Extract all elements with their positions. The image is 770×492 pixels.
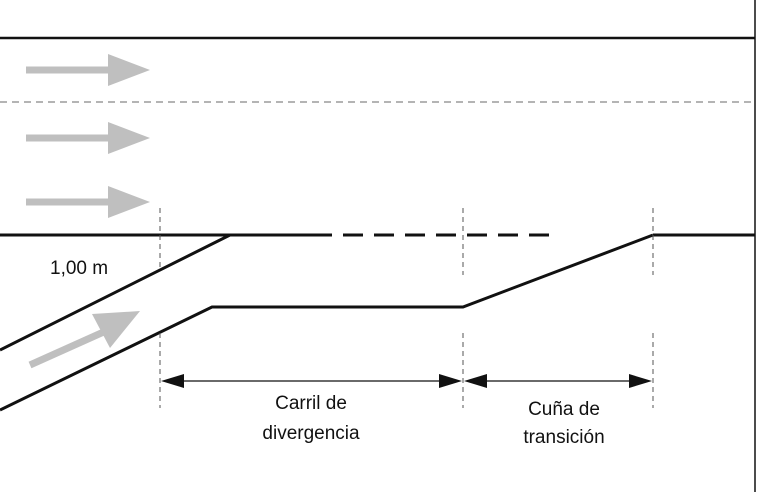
transition-wedge-label-line2: transición [523,427,604,448]
traffic-arrow-icon [26,122,150,154]
divergence-lane-label-line2: divergencia [262,423,360,444]
traffic-arrow-icon [26,186,150,218]
ramp-outer-edge [0,233,654,412]
exit-arrow-icon [28,311,140,369]
ramp-upper-edge [0,233,231,352]
divergence-lane-label-line1: Carril de [275,393,347,414]
offset-label: 1,00 m [50,258,108,279]
dimension-line-divergence [161,374,462,388]
traffic-arrow-icon [26,54,150,86]
dimension-line-transition [464,374,652,388]
transition-wedge-label-line1: Cuña de [528,399,600,420]
